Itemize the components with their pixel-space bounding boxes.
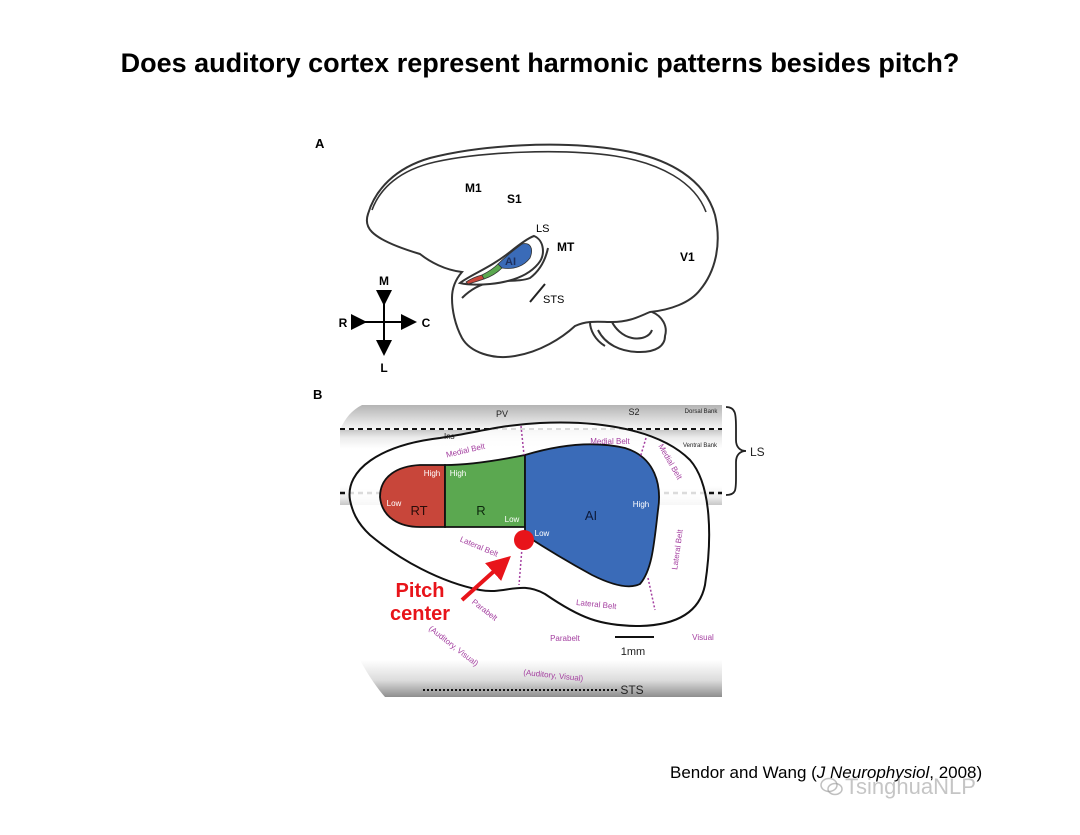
region-ai-shape [524,443,660,588]
citation-authors: Bendor and Wang ( [670,763,817,782]
label-s2: S2 [628,407,639,417]
r-high: High [450,469,466,478]
sts-line [529,283,546,303]
region-ai: AI [505,256,516,268]
slide-title: Does auditory cortex represent harmonic … [120,48,960,78]
boundary-medial [639,437,647,459]
label-lateral-belt-bottom: Lateral Belt [576,598,618,611]
label-visual: Visual [692,633,714,642]
region-mt: MT [557,240,575,254]
pitch-center-dot [514,530,534,550]
region-s1: S1 [507,192,522,206]
watermark: TsinghuaNLP [845,774,976,799]
r-name: R [476,503,485,518]
cortex-band-bottom [360,660,722,697]
compass-west: R [339,316,348,330]
wechat-icon [820,777,843,796]
region-v1: V1 [680,250,695,264]
cortex-band-top [340,405,722,430]
rt-high: High [424,469,440,478]
compass-east: C [422,316,431,330]
label-parabelt-mid: Parabelt [550,634,581,643]
boundary-lateral [647,577,656,611]
scale-label: 1mm [621,646,645,658]
r-low: Low [505,515,520,524]
ai-name: AI [585,508,597,523]
ai-low: Low [535,529,550,538]
rt-low: Low [387,499,402,508]
panel-b: B RT High Low R High Low AI [313,387,765,697]
panel-a: A M1 S1 LS MT AI V1 STS [315,136,719,375]
region-ls: LS [536,223,549,235]
panel-b-label: B [313,387,322,402]
label-sts: STS [620,683,643,697]
label-dorsal-bank: Dorsal Bank [685,409,719,415]
rt-name: RT [410,503,427,518]
label-pv: PV [496,409,508,419]
label-ins: Ins [444,432,455,441]
citation-year: , 2008) [929,763,983,782]
label-medial-belt-right: Medial Belt [590,437,630,446]
orientation-compass: M L R C [339,274,431,375]
region-rt-shape [379,464,446,528]
pitch-center-arrow [460,555,511,602]
panel-a-label: A [315,136,325,151]
lateral-sulcus [457,234,544,286]
region-sts: STS [543,294,564,306]
citation-journal: J Neurophysiol [816,763,930,782]
ls-brace [725,406,747,496]
pitch-center-label-line1: Pitch [396,580,445,602]
citation: Bendor and Wang (J Neurophysiol, 2008) [670,763,982,783]
compass-south: L [380,361,387,375]
ai-high: High [633,500,649,509]
label-ventral-bank: Ventral Bank [683,443,718,449]
compass-north: M [379,274,389,288]
pitch-center-label-line2: center [390,603,450,625]
boundary-pv-s2 [520,425,525,456]
core-regions [379,443,660,588]
region-m1: M1 [465,181,482,195]
label-ls: LS [750,445,765,459]
